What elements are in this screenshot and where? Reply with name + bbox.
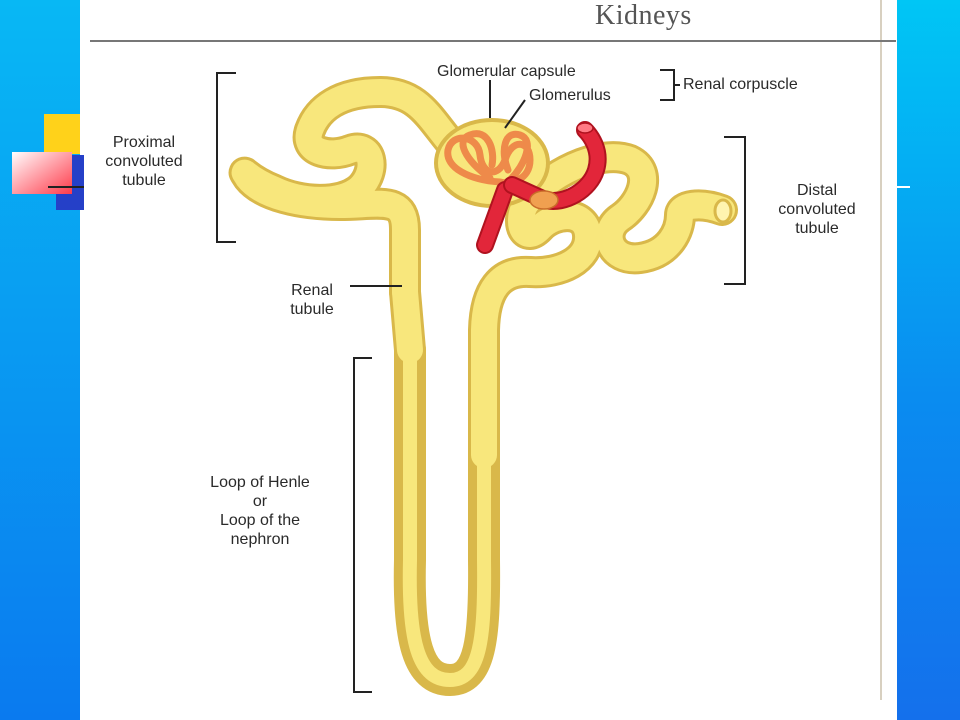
loop-bracket: [353, 357, 372, 693]
loop-descending-fill: [402, 343, 492, 687]
glomerulus-pointer: [504, 99, 526, 129]
nephron-tubule: [228, 76, 738, 696]
distal-tubule-opening: [713, 198, 733, 224]
glomerulus-capillary: [500, 130, 531, 184]
label-renal-tubule: Renal tubule: [272, 281, 352, 319]
label-renal-corpuscle: Renal corpuscle: [683, 76, 798, 93]
loop-ascending-fill: [471, 144, 735, 468]
label-brackets: [216, 69, 746, 693]
renal-tubule-fill: [392, 279, 423, 363]
title-rule: [90, 40, 896, 42]
label-line: or: [252, 493, 268, 510]
label-line: Loop of Henle: [210, 474, 310, 491]
blood-vessels: [476, 121, 607, 254]
label-line: tubule: [290, 301, 334, 318]
label-distal-convoluted-tubule: Distal convoluted tubule: [755, 181, 879, 238]
juxtaglomerular-cells: [529, 190, 559, 210]
page-title: Kidneys: [595, 0, 692, 31]
label-loop-of-henle: Loop of Henle or Loop of the nephron: [180, 473, 340, 549]
label-line: Loop of the: [219, 512, 301, 529]
glomerulus-capillary: [459, 130, 497, 182]
label-line: Renal: [291, 282, 333, 299]
label-line: nephron: [230, 531, 290, 548]
panel-border-line: [880, 0, 882, 700]
label-line: tubule: [795, 220, 839, 237]
label-line: convoluted: [105, 153, 183, 170]
label-proximal-convoluted-tubule: Proximal convoluted tubule: [84, 133, 204, 190]
label-glomerulus: Glomerulus: [529, 87, 611, 104]
distal-bracket: [724, 136, 746, 285]
renal-corpuscle-bracket: [660, 69, 675, 101]
proximal-bracket: [216, 72, 236, 243]
vessel-opening: [576, 122, 594, 134]
label-line: convoluted: [778, 201, 856, 218]
label-glomerular-capsule: Glomerular capsule: [437, 63, 576, 80]
glomerulus-shape: [444, 130, 534, 187]
label-line: tubule: [122, 172, 166, 189]
label-line: Distal: [796, 182, 837, 199]
label-line: Proximal: [112, 134, 176, 151]
afferent-arteriole: [478, 183, 512, 252]
proximal-tubule-fill: [231, 79, 468, 305]
glomerulus-capillary: [444, 134, 534, 187]
